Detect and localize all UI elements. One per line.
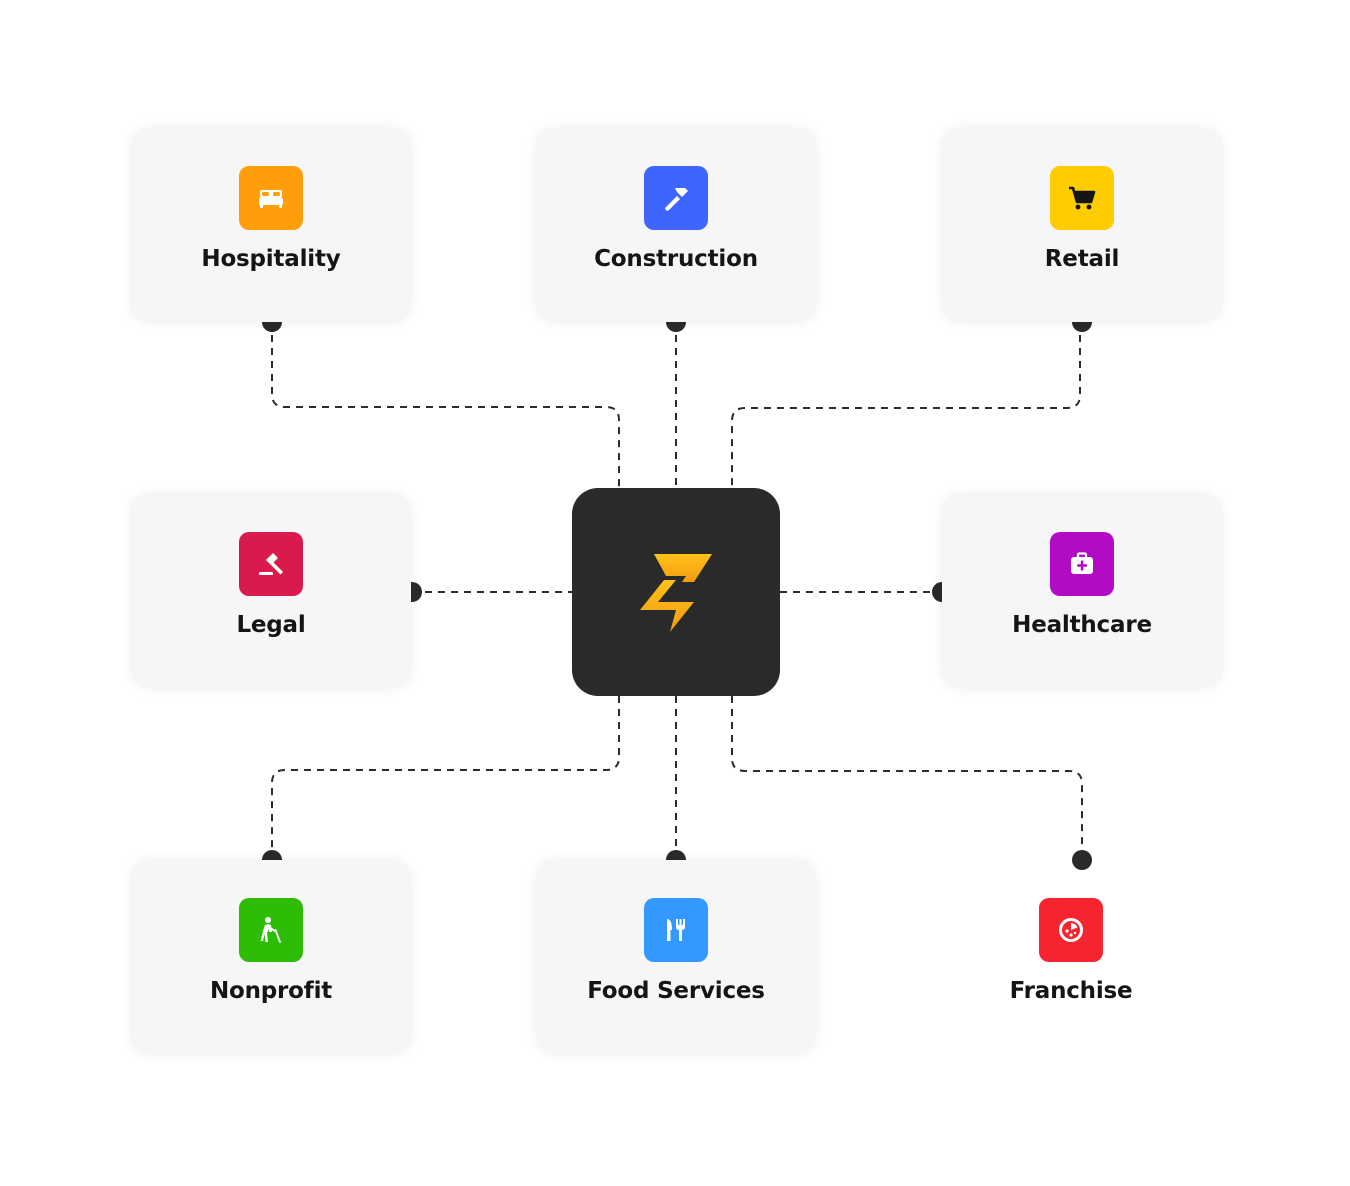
fork-knife-icon [667, 919, 685, 941]
icon-tile-legal [239, 532, 303, 596]
card-label-retail: Retail [1044, 246, 1120, 272]
connector-franchise [731, 696, 1083, 860]
card-label-franchise: Franchise [1009, 978, 1133, 1004]
connector-retail [731, 322, 1081, 488]
connector-hospitality [271, 322, 620, 488]
connector-nonprofit [271, 696, 620, 860]
card-retail[interactable]: Retail [942, 128, 1222, 322]
icon-tile-nonprofit [239, 898, 303, 962]
connector-dot-franchise [1072, 850, 1092, 870]
card-label-construction: Construction [594, 246, 758, 272]
hammer-icon [665, 188, 688, 211]
icon-tile-food-services [644, 898, 708, 962]
lightning-z-logo-icon [640, 554, 712, 632]
card-label-hospitality: Hospitality [201, 246, 341, 272]
icon-tile-hospitality [239, 166, 303, 230]
gavel-icon [259, 553, 283, 575]
card-legal[interactable]: Legal [131, 494, 411, 688]
card-label-nonprofit: Nonprofit [209, 978, 333, 1004]
card-food-services[interactable]: Food Services [536, 860, 816, 1054]
bed-icon [259, 190, 283, 208]
cart-icon [1069, 186, 1096, 210]
card-nonprofit[interactable]: Nonprofit [131, 860, 411, 1054]
card-label-healthcare: Healthcare [1012, 612, 1152, 638]
medical-kit-icon [1071, 552, 1093, 574]
icon-tile-construction [644, 166, 708, 230]
card-franchise[interactable]: Franchise [931, 860, 1211, 1054]
card-construction[interactable]: Construction [536, 128, 816, 322]
pizza-icon [1059, 918, 1083, 942]
icon-tile-healthcare [1050, 532, 1114, 596]
card-label-food-services: Food Services [587, 978, 765, 1004]
icon-tile-franchise [1039, 898, 1103, 962]
icon-tile-retail [1050, 166, 1114, 230]
elderly-person-icon [260, 917, 281, 943]
central-hub[interactable] [572, 488, 780, 696]
card-label-legal: Legal [236, 612, 306, 638]
card-healthcare[interactable]: Healthcare [942, 494, 1222, 688]
card-hospitality[interactable]: Hospitality [131, 128, 411, 322]
